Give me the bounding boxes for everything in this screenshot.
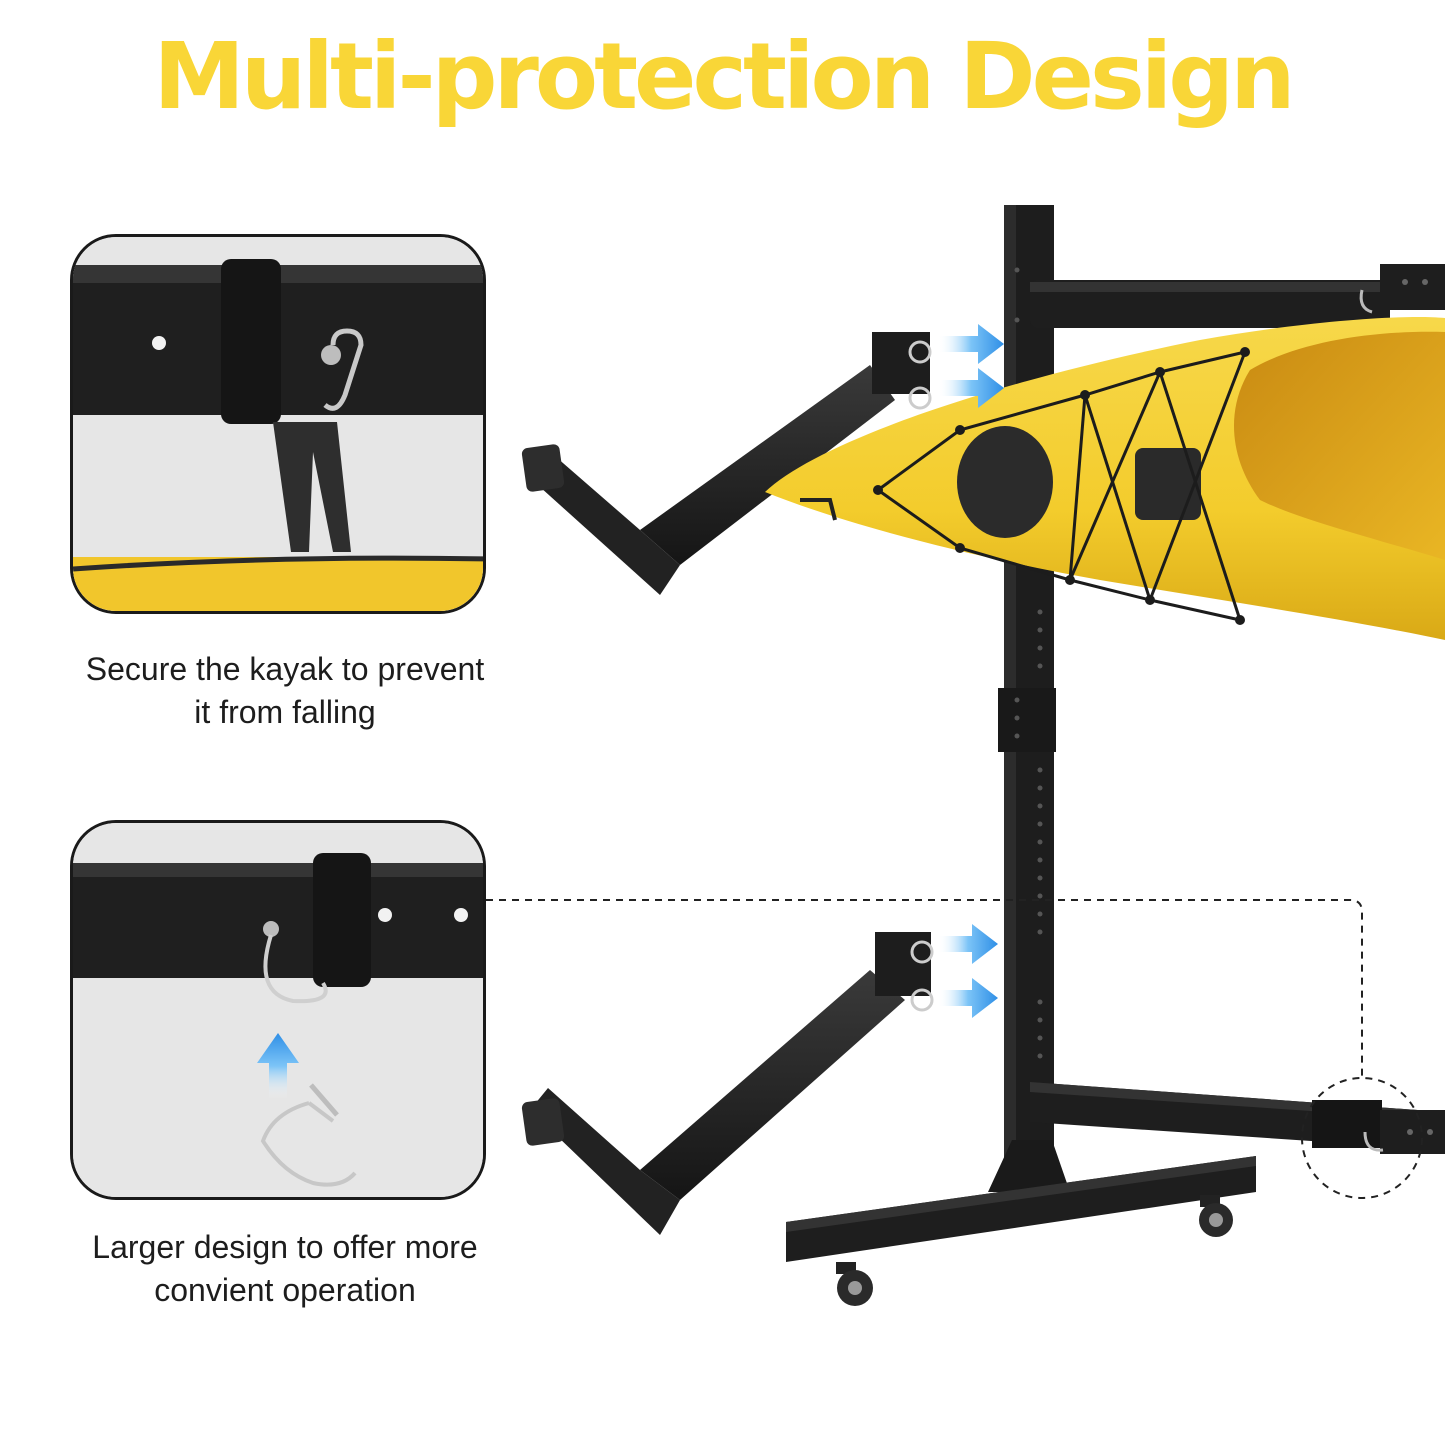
- callout-connector: [486, 899, 1423, 1199]
- caption-line: convient operation: [154, 1272, 416, 1308]
- lower-support-arm: [521, 932, 934, 1235]
- caption-line: it from falling: [194, 694, 376, 730]
- feature-caption-larger: Larger design to offer more convient ope…: [30, 1226, 540, 1312]
- strap-closeup-image: [73, 237, 483, 611]
- feature-caption-secure: Secure the kayak to prevent it from fall…: [30, 648, 540, 734]
- upper-crossbar: [1030, 264, 1445, 328]
- caption-line: Secure the kayak to prevent: [85, 651, 485, 687]
- lower-crossbar: [1030, 1082, 1445, 1154]
- caster-wheel-right: [1199, 1195, 1233, 1237]
- blue-arrow-icon: [938, 324, 1004, 1018]
- page-title: Multi-protection Design: [153, 23, 1295, 130]
- rack-post: [998, 205, 1056, 1205]
- caster-wheel-left: [836, 1262, 873, 1306]
- hitch-pin-icon: [257, 1033, 357, 1187]
- rack-base: [786, 1140, 1256, 1306]
- yellow-kayak: [765, 316, 1445, 640]
- detail-panel-strap: [70, 234, 486, 614]
- detail-panel-pin: [70, 820, 486, 1200]
- caption-line: Larger design to offer more: [92, 1229, 478, 1265]
- upper-support-arm: [521, 332, 932, 595]
- pin-closeup-image: [73, 823, 483, 1197]
